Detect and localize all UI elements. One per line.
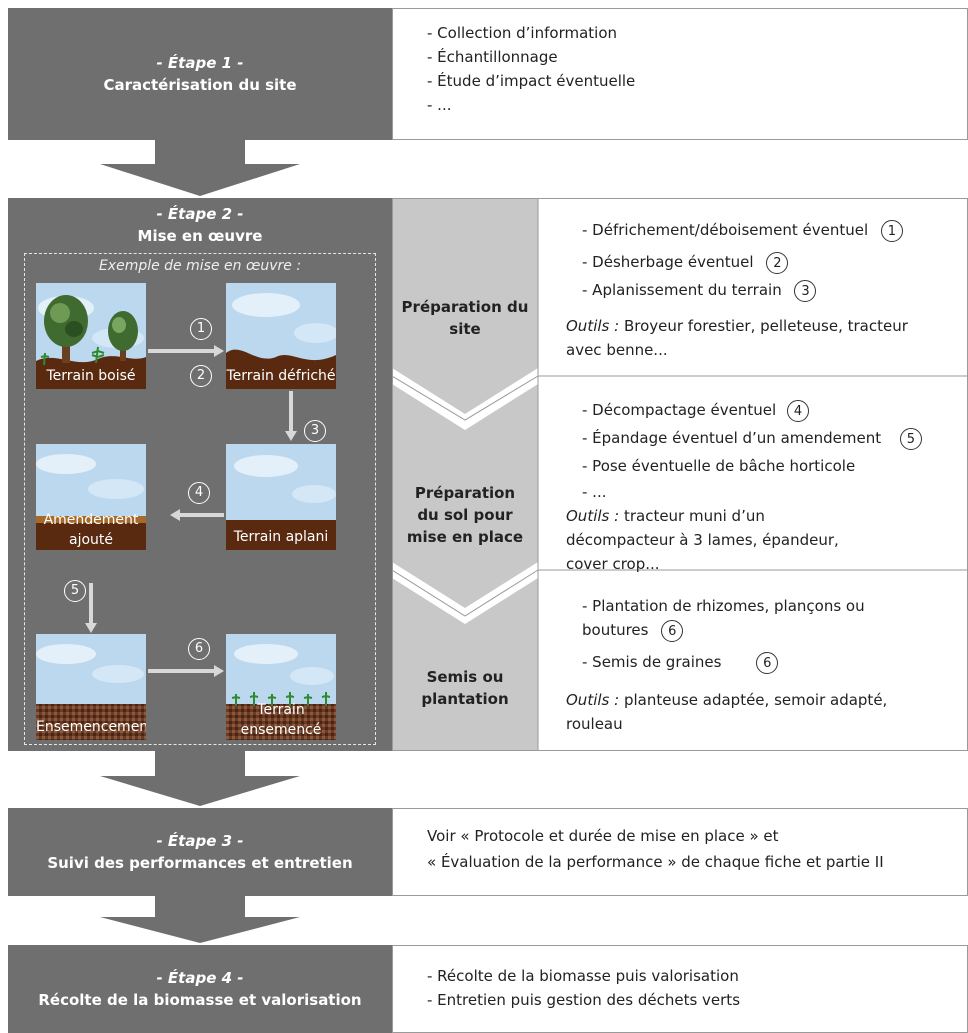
tile-label-amendement: Amendement ajouté: [43, 512, 139, 548]
tile-terrain-ensemence: Terrain ensemencé: [226, 634, 336, 740]
step2-title: Mise en œuvre: [137, 227, 263, 245]
arrow-step1-to-step2: [100, 140, 300, 196]
phase-column: [392, 198, 968, 751]
marker-1: 1: [190, 318, 212, 340]
step1-item: - ...: [427, 96, 452, 114]
phase-tools: Outils : tracteur muni d’un décompacteur…: [566, 507, 839, 573]
phase-item: - Décompactage éventuel 4: [566, 398, 961, 426]
phase-item: - ...: [582, 483, 607, 501]
tile-terrain-defriche: Terrain défriché: [226, 283, 336, 389]
tile-label-ensemence: Terrain ensemencé: [240, 702, 322, 738]
phase-item: - Pose éventuelle de bâche horticole: [582, 457, 856, 475]
step4-box: - Étape 4 - Récolte de la biomasse et va…: [8, 945, 392, 1033]
amended-soil-illustration: [36, 444, 146, 550]
step4-title: Récolte de la biomasse et valorisation: [38, 991, 362, 1009]
tile-ensemencement: Ensemencement: [36, 634, 146, 740]
step3-text: « Évaluation de la performance » de chaq…: [427, 853, 884, 871]
step3-details: Voir « Protocole et durée de mise en pla…: [392, 808, 968, 896]
step1-details: - Collection d’information - Échantillon…: [392, 8, 968, 140]
marker-6: 6: [188, 638, 210, 660]
process-arrows: [85, 345, 297, 677]
step1-item: - Échantillonnage: [427, 48, 558, 66]
phase-label-site: Préparation du site: [401, 298, 529, 338]
flattened-land-illustration: [226, 444, 336, 550]
tile-amendement: Amendement ajouté: [36, 444, 146, 550]
tile-label-boise: Terrain boisé: [46, 368, 136, 384]
step3-label: - Étape 3 -: [156, 832, 244, 850]
phase-details-plantation: - Plantation de rhizomes, plançons ou bo…: [566, 594, 946, 736]
step2-label: - Étape 2 -: [156, 205, 244, 223]
phase-item: - Plantation de rhizomes, plançons ou bo…: [566, 594, 912, 650]
phase-tools: Outils : Broyeur forestier, pelleteuse, …: [566, 317, 908, 359]
marker-circle: 2: [766, 251, 789, 274]
step3-title: Suivi des performances et entretien: [47, 854, 353, 872]
step4-item: - Récolte de la biomasse puis valorisati…: [427, 967, 739, 985]
step4-item: - Entretien puis gestion des déchets ver…: [427, 991, 741, 1009]
marker-4: 4: [188, 482, 210, 504]
marker-circle: 1: [880, 219, 903, 242]
step1-box: - Étape 1 - Caractérisation du site: [8, 8, 392, 140]
marker-circle: 4: [786, 399, 809, 422]
step1-label: - Étape 1 -: [156, 54, 244, 72]
tile-terrain-boise: Terrain boisé: [36, 283, 146, 389]
step1-item: - Collection d’information: [427, 24, 618, 42]
step3-box: - Étape 3 - Suivi des performances et en…: [8, 808, 392, 896]
phase-details-site: - Défrichement/déboisement éventuel 1 - …: [566, 218, 956, 362]
phase-item: - Épandage éventuel d’un amendement 5: [566, 426, 961, 454]
step1-title: Caractérisation du site: [103, 76, 297, 94]
sprouted-field-illustration: [226, 634, 336, 740]
phase-item: - Défrichement/déboisement éventuel 1: [566, 218, 956, 250]
forest-illustration: [36, 283, 146, 389]
phase-item: - Aplanissement du terrain 3: [566, 278, 956, 314]
phase-details-sol: - Décompactage éventuel 4 - Épandage éve…: [566, 398, 961, 576]
step4-details: - Récolte de la biomasse puis valorisati…: [392, 945, 968, 1033]
phase-item: - Semis de graines 6: [566, 650, 946, 688]
seeded-soil-illustration: [36, 634, 146, 740]
step3-text: Voir « Protocole et durée de mise en pla…: [427, 827, 779, 845]
phase-label-sol: Préparation du sol pour mise en place: [406, 484, 524, 546]
arrow-step2-to-step3: [100, 750, 300, 806]
phase-tools: Outils : planteuse adaptée, semoir adapt…: [566, 691, 888, 733]
marker-circle: 6: [661, 619, 684, 642]
tile-terrain-aplani: Terrain aplani: [226, 444, 336, 550]
arrow-step3-to-step4: [100, 896, 300, 943]
example-frame: [24, 253, 376, 745]
step1-item: - Étude d’impact éventuelle: [427, 72, 636, 90]
phase-label-plantation: Semis ou plantation: [421, 668, 509, 708]
step2-header: - Étape 2 - Mise en œuvre: [8, 203, 392, 247]
tile-label-aplani: Terrain aplani: [233, 529, 329, 545]
marker-2: 2: [190, 365, 212, 387]
marker-circle: 6: [756, 651, 779, 674]
step4-label: - Étape 4 -: [156, 969, 244, 987]
marker-circle: 3: [794, 279, 817, 302]
cleared-land-illustration: [226, 283, 336, 389]
example-title: Exemple de mise en œuvre :: [98, 258, 302, 274]
marker-3: 3: [304, 420, 326, 442]
marker-circle: 5: [899, 427, 922, 450]
marker-5: 5: [64, 580, 86, 602]
phase-item: - Désherbage éventuel 2: [566, 250, 956, 278]
tile-label-defriche: Terrain défriché: [226, 368, 336, 384]
tile-label-ensemencement: Ensemencement: [36, 719, 146, 735]
